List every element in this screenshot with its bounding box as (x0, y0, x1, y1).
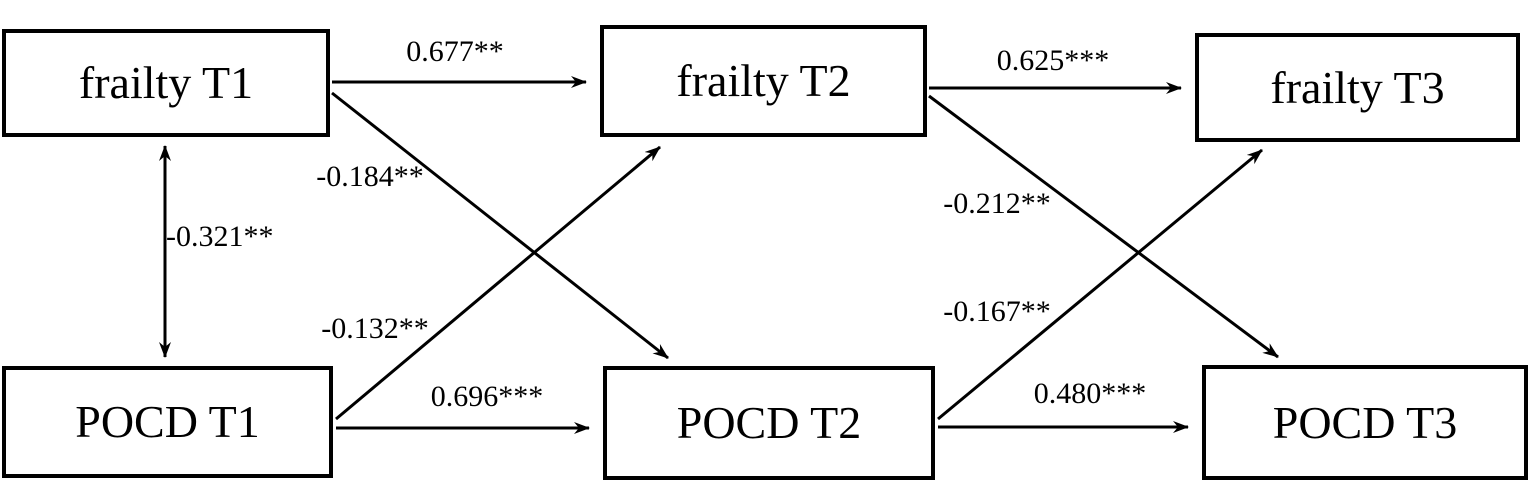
edge-label-pocd-t1-frailty-t2: -0.132** (321, 312, 429, 345)
node-pocd-t1: POCD T1 (2, 366, 333, 478)
path-pocd-t1-to-frailty-t2 (335, 145, 661, 421)
edge-label-pocd-t2-frailty-t3: -0.167** (943, 295, 1051, 328)
node-frailty-t3: frailty T3 (1195, 33, 1520, 142)
edge-label-pocd-t2-pocd-t3: 0.480*** (1033, 377, 1147, 410)
edge-label-frailty-t2-pocd-t3: -0.212** (943, 187, 1051, 220)
node-pocd-t1-label: POCD T1 (75, 396, 260, 447)
edge-label-frailty-t1-pocd-t2: -0.184** (316, 160, 424, 193)
path-frailty-t2-to-pocd-t3 (928, 94, 1279, 359)
edge-label-frailty-t2-frailty-t3: 0.625*** (996, 44, 1110, 77)
node-frailty-t2: frailty T2 (600, 25, 927, 137)
node-pocd-t2: POCD T2 (603, 366, 935, 480)
path-frailty-t1-to-pocd-t2 (331, 91, 669, 360)
node-frailty-t1: frailty T1 (2, 29, 330, 137)
edge-label-frailty-t1-frailty-t2: 0.677** (406, 35, 504, 68)
node-pocd-t2-label: POCD T2 (676, 397, 862, 448)
edge-label-pocd-t1-pocd-t2: 0.696*** (430, 380, 544, 413)
node-pocd-t3: POCD T3 (1202, 365, 1528, 480)
path-pocd-t2-to-frailty-t3 (937, 148, 1263, 421)
node-frailty-t2-label: frailty T2 (676, 55, 851, 106)
node-pocd-t3-label: POCD T3 (1272, 396, 1458, 448)
node-frailty-t1-label: frailty T1 (78, 57, 254, 108)
node-frailty-t3-label: frailty T3 (1270, 61, 1445, 113)
edge-label-frailty-t1-pocd-t1-correlation: -0.321** (166, 220, 274, 253)
